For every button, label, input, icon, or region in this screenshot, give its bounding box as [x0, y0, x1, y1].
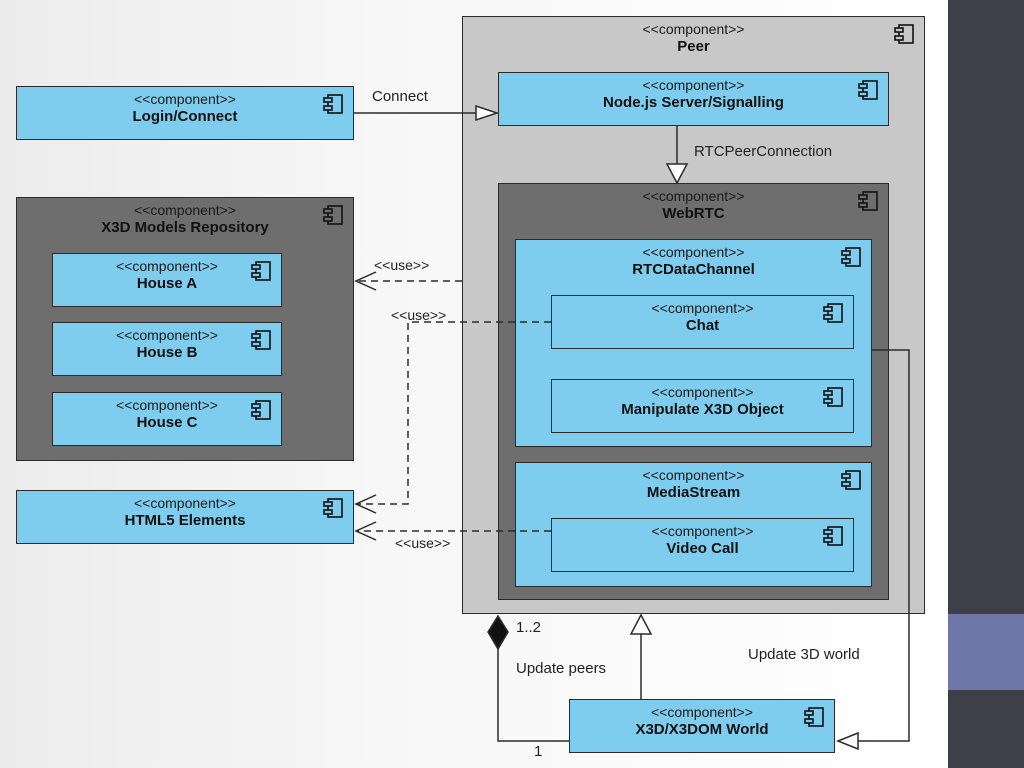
- component-icon: [823, 387, 843, 407]
- composition-line: [497, 649, 569, 742]
- stereotype-label: <<component>>: [642, 188, 745, 204]
- component-name: Peer: [677, 38, 710, 55]
- stereotype-label: <<component>>: [642, 77, 745, 93]
- component-name: House C: [136, 414, 198, 431]
- component-icon: [841, 247, 861, 267]
- component-name: House B: [136, 344, 198, 361]
- component-name: Manipulate X3D Object: [621, 401, 784, 418]
- component-icon: [251, 400, 271, 420]
- slide-side-accent: [948, 614, 1024, 690]
- use-dependency-line-2: [358, 321, 551, 505]
- connect-label: Connect: [372, 88, 428, 105]
- stereotype-label: <<component>>: [642, 467, 745, 483]
- use-label-1: <<use>>: [374, 257, 430, 273]
- stereotype-label: <<component>>: [651, 704, 753, 720]
- update-peers-arrowhead: [629, 613, 653, 635]
- component-icon: [894, 24, 914, 44]
- rtc-peer-connection-label: RTCPeerConnection: [694, 143, 833, 160]
- use-label-3: <<use>>: [395, 535, 451, 551]
- component-name: Chat: [685, 317, 720, 334]
- stereotype-label: <<component>>: [134, 91, 236, 107]
- x3d-x3dom-world-component: <<component>> X3D/X3DOM World: [569, 699, 835, 753]
- component-icon: [323, 205, 343, 225]
- stereotype-label: <<component>>: [134, 202, 236, 218]
- component-icon: [841, 470, 861, 490]
- stereotype-label: <<component>>: [651, 384, 754, 400]
- component-name: RTCDataChannel: [632, 261, 755, 278]
- manipulate-x3d-object-component: <<component>> Manipulate X3D Object: [551, 379, 854, 433]
- stereotype-label: <<component>>: [134, 495, 236, 511]
- use-arrowhead-1: [354, 271, 377, 291]
- update-3d-world-label: Update 3D world: [748, 646, 860, 663]
- component-name: X3D/X3DOM World: [635, 721, 769, 738]
- html5-elements-component: <<component>> HTML5 Elements: [16, 490, 354, 544]
- component-name: Login/Connect: [132, 108, 238, 125]
- component-icon: [323, 94, 343, 114]
- nodejs-server-signalling-component: <<component>> Node.js Server/Signalling: [498, 72, 889, 126]
- use-label-2: <<use>>: [391, 307, 447, 323]
- stereotype-label: <<component>>: [651, 523, 754, 539]
- stereotype-label: <<component>>: [642, 244, 745, 260]
- house-b-component: <<component>> House B: [52, 322, 282, 376]
- component-name: X3D Models Repository: [101, 219, 269, 236]
- chat-component: <<component>> Chat: [551, 295, 854, 349]
- component-icon: [823, 303, 843, 323]
- update-3d-world-line: [858, 349, 910, 742]
- component-name: WebRTC: [662, 205, 725, 222]
- stereotype-label: <<component>>: [651, 300, 754, 316]
- component-name: HTML5 Elements: [124, 512, 246, 529]
- component-icon: [823, 526, 843, 546]
- component-name: Node.js Server/Signalling: [603, 94, 784, 111]
- rtc-peer-connection-arrowhead: [665, 163, 689, 185]
- use-arrowhead-2: [354, 494, 377, 514]
- component-icon: [858, 191, 878, 211]
- stereotype-label: <<component>>: [642, 21, 745, 37]
- use-arrowhead-3: [354, 521, 377, 541]
- component-name: MediaStream: [646, 484, 741, 501]
- video-call-component: <<component>> Video Call: [551, 518, 854, 572]
- multiplicity-world-label: 1: [534, 743, 543, 760]
- component-icon: [323, 498, 343, 518]
- house-c-component: <<component>> House C: [52, 392, 282, 446]
- stereotype-label: <<component>>: [116, 327, 218, 343]
- component-icon: [804, 707, 824, 727]
- component-name: House A: [136, 275, 198, 292]
- login-connect-component: <<component>> Login/Connect: [16, 86, 354, 140]
- stereotype-label: <<component>>: [116, 397, 218, 413]
- connectors-layer: [354, 104, 910, 751]
- composition-diamond: [487, 614, 509, 651]
- component-icon: [251, 261, 271, 281]
- connect-arrowhead: [475, 104, 500, 122]
- house-a-component: <<component>> House A: [52, 253, 282, 307]
- component-icon: [858, 80, 878, 100]
- update-peers-label: Update peers: [516, 660, 607, 677]
- stereotype-label: <<component>>: [116, 258, 218, 274]
- multiplicity-peer-label: 1..2: [516, 619, 542, 636]
- component-name: Video Call: [666, 540, 739, 557]
- update-3d-world-arrowhead: [835, 731, 859, 751]
- component-icon: [251, 330, 271, 350]
